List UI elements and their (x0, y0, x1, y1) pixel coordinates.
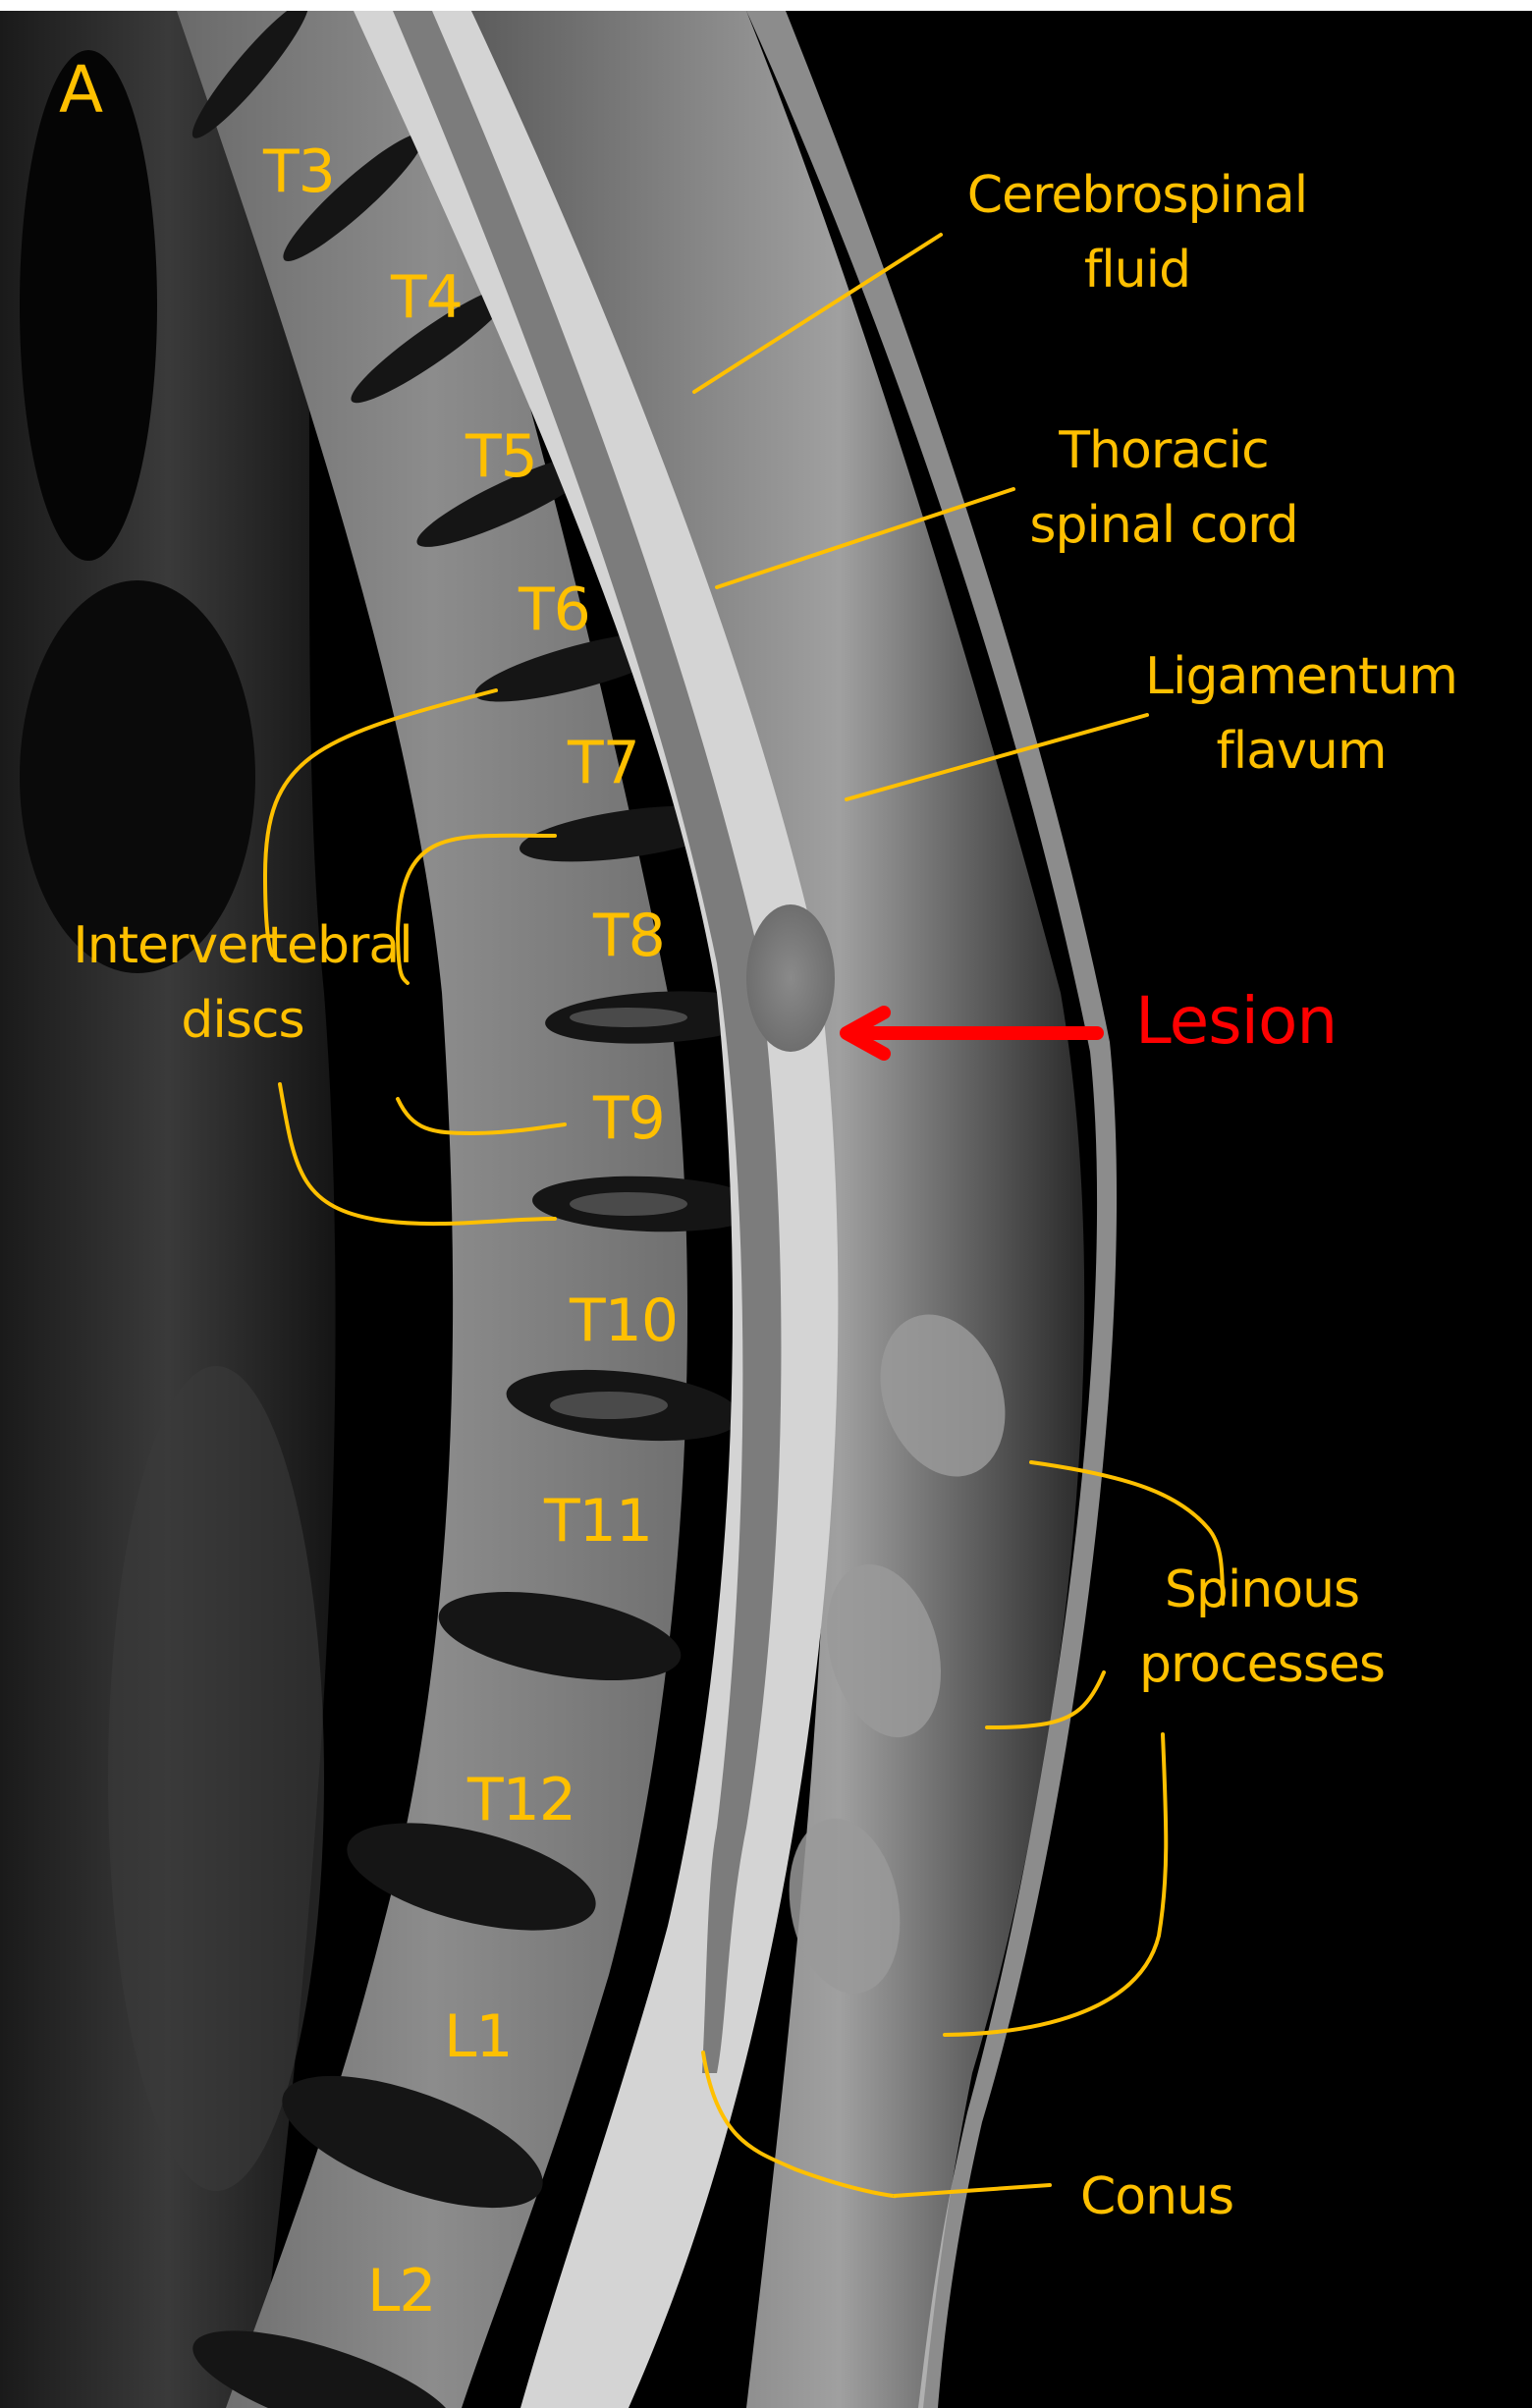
label-spinous-processes: Spinous processes (1139, 1560, 1386, 1694)
ligamentum-leader-line (845, 713, 1149, 801)
vertebra-label-t10: T10 (570, 1286, 679, 1355)
discs-leader-middle-lower (396, 1097, 567, 1136)
spinous-leader-upper (1029, 1460, 1225, 1606)
discs-leader-upper (262, 688, 498, 958)
vertebra-label-t8: T8 (593, 902, 666, 970)
label-intervertebral-discs: Intervertebral discs (73, 916, 412, 1050)
csf-leader-line (692, 233, 943, 394)
discs-leader-middle (395, 833, 557, 985)
vertebra-label-t4: T4 (391, 263, 464, 332)
label-conus: Conus (1080, 2167, 1234, 2226)
cord-leader-line (715, 487, 1015, 589)
mri-image: A T3 T4 T5 T6 T7 T8 T9 T10 T11 T12 L1 L2… (0, 11, 1532, 2408)
vertebra-label-t7: T7 (568, 729, 640, 797)
spinous-leader-middle (985, 1670, 1106, 1729)
vertebra-label-t3: T3 (263, 137, 336, 206)
vertebra-label-l1: L1 (444, 2002, 514, 2071)
label-ligamentum-flavum: Ligamentum flavum (1145, 647, 1458, 781)
vertebra-label-t5: T5 (465, 422, 538, 491)
mri-anatomy (0, 11, 1118, 2408)
vertebra-label-t9: T9 (593, 1084, 666, 1153)
spinous-leader-lower (943, 1732, 1169, 2037)
conus-leader-line (701, 2051, 1052, 2199)
vertebra-label-l2: L2 (367, 2257, 437, 2326)
vertebra-label-t11: T11 (544, 1487, 653, 1556)
label-thoracic-spinal-cord: Thoracic spinal cord (1029, 421, 1298, 555)
annotation-lines (262, 233, 1225, 2199)
label-lesion: Lesion (1135, 983, 1338, 1059)
vertebra-label-t12: T12 (467, 1766, 576, 1834)
lesion-arrow-icon (840, 1006, 1104, 1061)
vertebra-label-t6: T6 (519, 575, 591, 644)
panel-label: A (59, 52, 103, 128)
discs-leader-lower (278, 1082, 557, 1227)
label-cerebrospinal-fluid: Cerebrospinal fluid (966, 166, 1308, 300)
